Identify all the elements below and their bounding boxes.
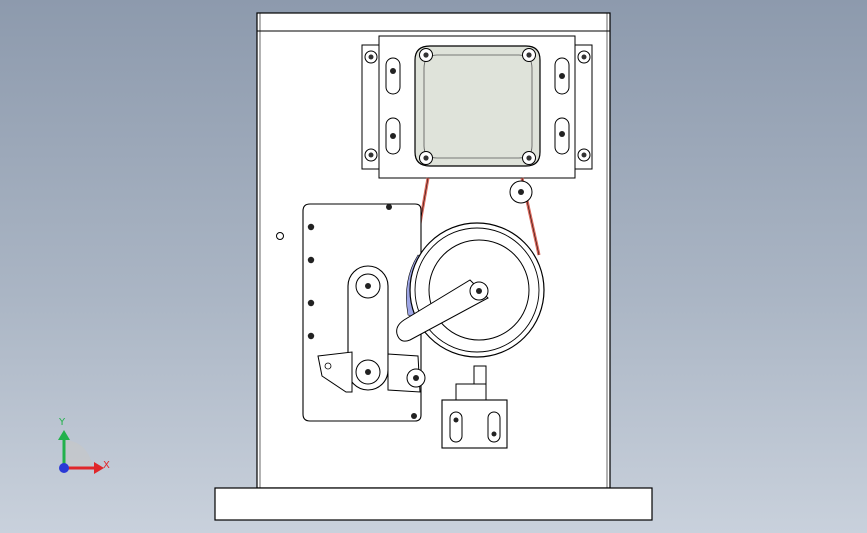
- bracket-slots: [385, 57, 570, 155]
- y-arrow-icon: [58, 430, 70, 440]
- y-axis-label: Y: [58, 417, 66, 428]
- x-axis-label: X: [103, 460, 110, 471]
- x-arrow-icon: [94, 462, 104, 474]
- z-axis-icon: [59, 463, 69, 473]
- stop-block[interactable]: [441, 365, 508, 449]
- bracket-bolts: [364, 50, 591, 162]
- side-arm[interactable]: [317, 351, 426, 393]
- coordinate-triad: Y X: [58, 417, 110, 474]
- panel-hole: [276, 232, 284, 240]
- crank-arm[interactable]: [396, 279, 489, 342]
- stepper-motor[interactable]: [414, 45, 541, 167]
- lever-link[interactable]: [347, 265, 389, 391]
- idler-pulley[interactable]: [509, 180, 533, 204]
- base-plate[interactable]: [214, 487, 653, 521]
